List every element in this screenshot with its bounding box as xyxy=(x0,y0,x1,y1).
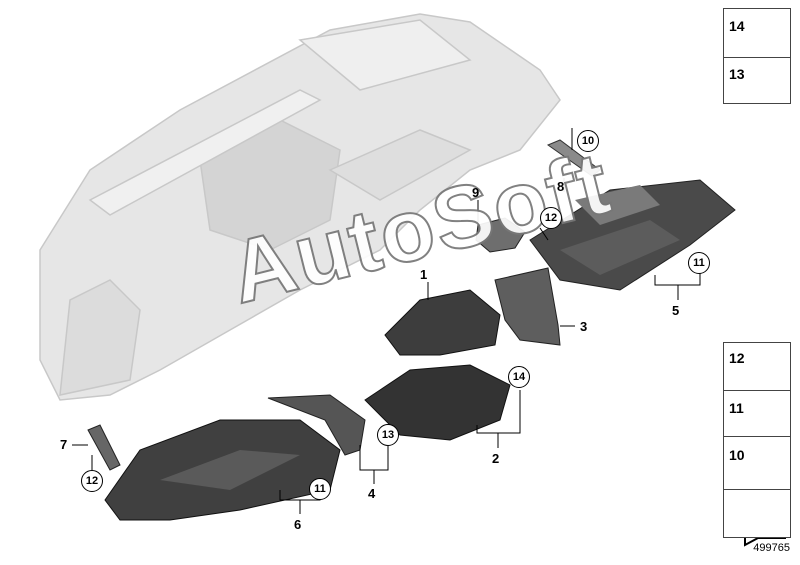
callout-5: 5 xyxy=(672,303,680,318)
callout-2: 2 xyxy=(492,451,500,466)
legend-10: 10 xyxy=(729,447,745,463)
legend-13: 13 xyxy=(729,66,745,82)
circled-11-right: 11 xyxy=(688,252,710,274)
part-7-bracket xyxy=(87,424,121,471)
part-6-detail xyxy=(160,450,300,490)
callout-6: 6 xyxy=(294,517,302,532)
callout-4: 4 xyxy=(368,486,376,501)
circled-12-left: 12 xyxy=(81,470,103,492)
part-2-column-cover-lower xyxy=(364,364,511,441)
part-3-panel xyxy=(494,267,561,346)
legend-top-box xyxy=(723,8,791,104)
part-8-bracket xyxy=(546,139,601,177)
legend-14: 14 xyxy=(729,18,745,34)
callout-3: 3 xyxy=(580,319,588,334)
circled-10: 10 xyxy=(577,130,599,152)
callout-1: 1 xyxy=(420,267,428,282)
legend-11: 11 xyxy=(729,400,744,416)
part-5-knee-panel xyxy=(529,179,736,291)
leader-lines xyxy=(72,128,701,514)
callout-7: 7 xyxy=(60,437,68,452)
diagram-id: 499765 xyxy=(753,542,790,554)
dashboard-ghost xyxy=(39,13,561,401)
callout-9: 9 xyxy=(472,185,480,200)
legend-12: 12 xyxy=(729,350,745,366)
part-1-column-cover-upper xyxy=(384,289,501,356)
circled-14: 14 xyxy=(508,366,530,388)
circled-13: 13 xyxy=(377,424,399,446)
circled-11-left: 11 xyxy=(309,478,331,500)
legend-bottom-box xyxy=(723,342,791,538)
part-9-cover xyxy=(475,217,526,253)
circled-12-top: 12 xyxy=(540,207,562,229)
callout-8: 8 xyxy=(557,179,565,194)
